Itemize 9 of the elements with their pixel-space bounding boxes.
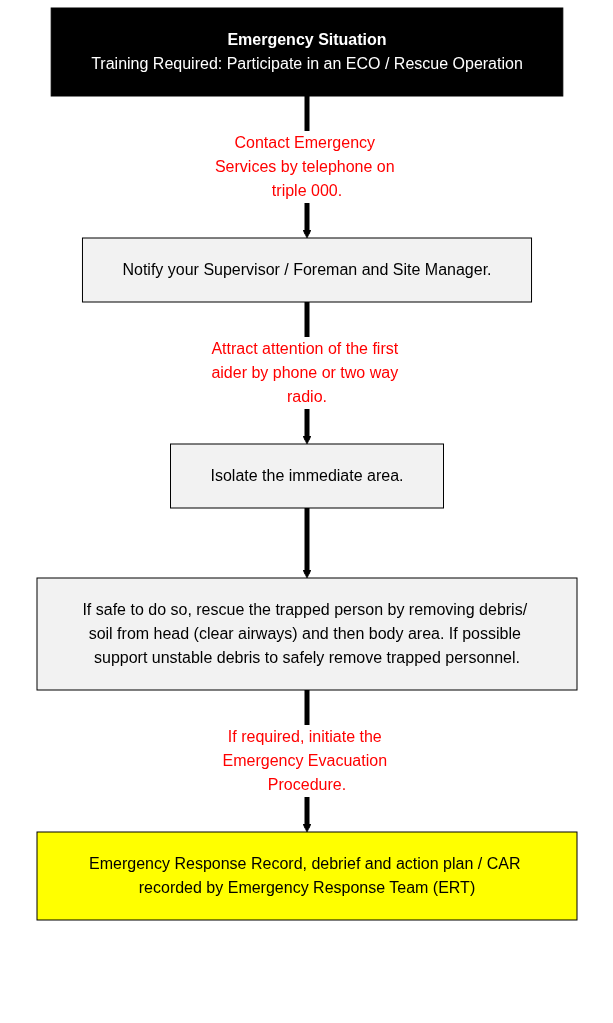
edge-label: Attract attention of the first aider by phone or two way radio. xyxy=(210,340,398,405)
edge-label: Contact Emergency Services by telephone on triple 000. xyxy=(214,134,395,199)
node-box: Emergency Situation Training Required: Participate in an ECO / Rescue Operation xyxy=(50,7,563,97)
node-box: If safe to do so, rescue the trapped person by removing debris/ soil from head (clear airways) and then body area. If possible support unstable debris to safely remove trapped personnel. xyxy=(36,577,577,691)
node-box: Isolate the immediate area. xyxy=(169,443,444,509)
edge-label: If required, initiate the Emergency Evacuation Procedure. xyxy=(222,728,387,793)
arrow xyxy=(302,508,311,579)
node-box: Notify your Supervisor / Foreman and Site Manager. xyxy=(81,237,532,303)
node-box: Emergency Response Record, debrief and action plan / CAR recorded by Emergency Response Team (ERT) xyxy=(36,831,577,921)
